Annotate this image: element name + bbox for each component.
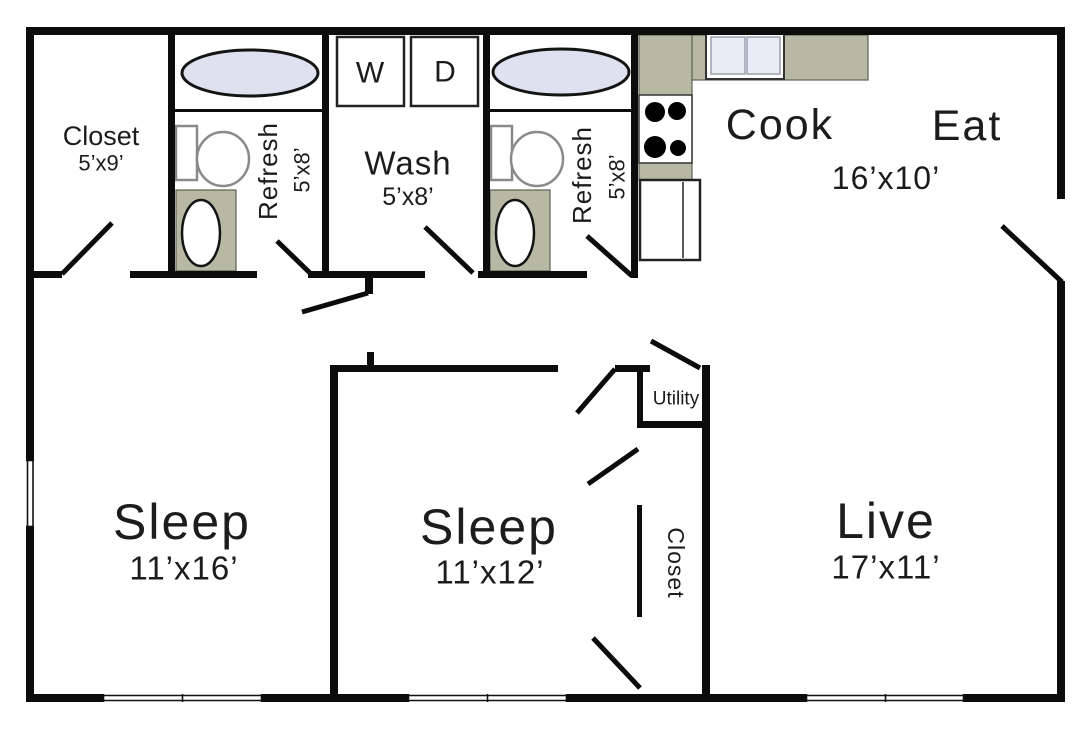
toilet-icon xyxy=(509,130,565,188)
window-sleep2 xyxy=(407,694,568,702)
door-refresh1 xyxy=(275,239,312,275)
hall-wall-seg1 xyxy=(26,271,62,278)
burner xyxy=(668,102,686,120)
wall-live-left xyxy=(702,365,710,695)
wash-dims: 5’x8’ xyxy=(382,183,433,211)
wash-label: Wash xyxy=(364,145,451,182)
window-left xyxy=(26,459,34,528)
door-closet2-upper xyxy=(586,446,640,487)
washer-label: W xyxy=(356,57,385,90)
windows xyxy=(26,459,965,702)
tub-partition-line xyxy=(490,109,631,112)
washer-icon xyxy=(335,35,406,108)
bathroom-1 xyxy=(174,48,322,272)
door-entry xyxy=(1000,224,1064,284)
hall-wall-seg3 xyxy=(308,271,425,278)
refresh1-label: Refresh xyxy=(253,122,283,220)
window-sleep1 xyxy=(102,694,263,702)
cook-label: Cook xyxy=(726,101,834,149)
wall-sleep1-sleep2 xyxy=(330,365,338,695)
bathroom-2 xyxy=(489,47,631,272)
vanity-sink-icon xyxy=(180,198,222,268)
door-stop-stub xyxy=(367,352,374,367)
sink-basin-left xyxy=(710,36,746,75)
door-jamb-stub xyxy=(365,278,373,294)
sleep2-dims: 11’x12’ xyxy=(435,554,544,591)
wall-top xyxy=(26,27,1065,35)
window-live xyxy=(805,694,965,702)
dryer-label: D xyxy=(434,56,456,89)
refresh2-dims: 5’x8’ xyxy=(605,154,630,199)
closet2-label: Closet xyxy=(663,527,689,598)
laundry xyxy=(335,35,480,108)
door-closet2-lower xyxy=(591,636,642,690)
burner xyxy=(645,102,665,122)
closet2-wall xyxy=(637,505,642,617)
eat-label: Eat xyxy=(932,102,1003,150)
live-dims: 17’x11’ xyxy=(831,549,940,586)
wall-right-lower xyxy=(1057,281,1065,702)
burner xyxy=(670,140,686,156)
sink-basin-right xyxy=(746,36,781,75)
door-swings xyxy=(60,221,1064,690)
door-wash xyxy=(423,225,475,275)
utility-left-wall xyxy=(637,365,643,427)
toilet-tank xyxy=(174,124,199,182)
refrigerator-icon xyxy=(638,178,702,262)
closet-main-label: Closet xyxy=(63,121,140,151)
dryer-icon xyxy=(409,35,480,108)
wall-refresh1-wash xyxy=(322,35,329,278)
refresh2-label: Refresh xyxy=(567,126,597,224)
door-utility xyxy=(649,338,702,371)
sleep2-top-wall-seg1 xyxy=(330,365,558,372)
wall-left-upper xyxy=(26,27,34,460)
closet-main-dims: 5’x9’ xyxy=(78,151,123,176)
sleep2-label: Sleep xyxy=(420,499,558,555)
live-label: Live xyxy=(836,493,936,549)
vanity-sink-icon xyxy=(494,198,536,268)
sleep1-label: Sleep xyxy=(113,494,251,550)
bathtub-icon xyxy=(180,48,320,98)
sleep1-dims: 11’x16’ xyxy=(129,550,238,587)
toilet-tank xyxy=(489,124,514,182)
door-refresh2 xyxy=(585,234,634,278)
door-closet-main xyxy=(60,221,114,276)
cook-eat-dims: 16’x10’ xyxy=(832,160,940,196)
wall-right-upper xyxy=(1057,27,1065,199)
toilet-icon xyxy=(195,130,251,188)
labels: Closet 5’x9’ Refresh 5’x8’ Wash 5’x8’ Re… xyxy=(63,56,1003,599)
hall-wall-seg2 xyxy=(130,271,257,278)
utility-bottom-wall xyxy=(637,421,710,428)
wall-wash-refresh2 xyxy=(483,35,490,278)
tub-partition-line xyxy=(175,109,322,112)
hall-wall-seg4 xyxy=(478,271,587,278)
refresh1-dims: 5’x8’ xyxy=(290,147,315,192)
door-sleep1 xyxy=(301,290,369,315)
door-sleep2 xyxy=(575,367,617,415)
wall-refresh2-kitchen xyxy=(631,35,638,278)
wall-closet-refresh1 xyxy=(168,35,175,278)
utility-label: Utility xyxy=(653,389,700,410)
sleep2-top-wall-seg2 xyxy=(615,365,650,372)
bathtub-icon xyxy=(491,47,631,97)
burner xyxy=(644,136,666,158)
wall-left-lower xyxy=(26,527,34,702)
